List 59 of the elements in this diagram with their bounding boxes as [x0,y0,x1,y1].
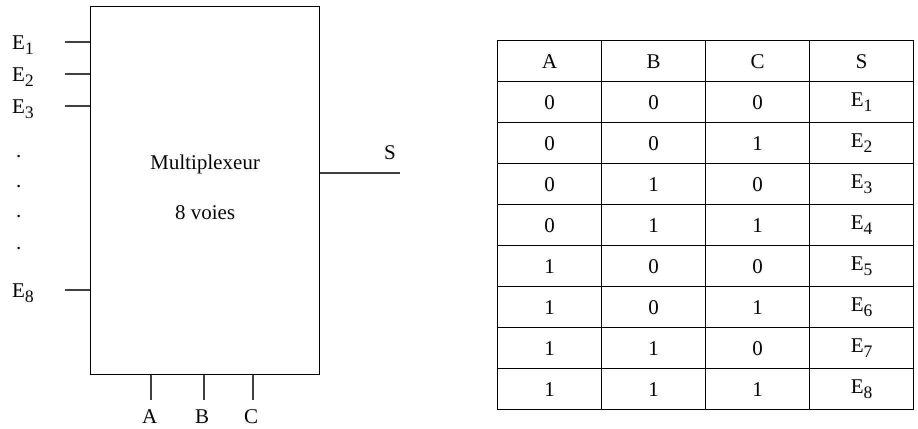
truth-table-entry: 1 [498,368,602,410]
signal-name: B [195,404,213,426]
signal-name: S [384,140,400,162]
truth-table-entry: 1 [498,286,602,328]
truth-table-entry: 0 [498,82,602,122]
truth-table-entry: 1 [602,164,706,204]
signal-name: E$_{2}$ [12,62,34,86]
truth-table-entry: 1 [706,286,810,328]
truth-table-entry: 0 [602,82,706,122]
continuation-dot: . [16,200,22,221]
truth-table-entry: 0 [706,246,810,286]
signal-line [203,375,205,400]
multiplexer-box [90,6,320,375]
signal-line [65,73,90,75]
signal-line [320,172,400,174]
signal-line [252,375,254,400]
signal-line [65,289,90,291]
column-header: A [498,40,602,82]
signal-name: E$_{8}$ [12,278,34,302]
truth-table-entry: 1 [498,246,602,286]
column-header: B [602,40,706,82]
truth-table-entry: 0 [706,328,810,368]
truth-table-entry: 1 [498,328,602,368]
truth-table-entry: E$_{5}$ [810,246,914,286]
signal-line [65,41,90,43]
truth-table-entry: 0 [602,286,706,328]
block-title: Multiplexeur [150,152,260,173]
truth-table-entry: 0 [706,82,810,122]
truth-table-entry: E$_{8}$ [810,368,914,410]
continuation-dot: . [16,170,22,191]
column-header: C [706,40,810,82]
truth-table-entry: E$_{7}$ [810,328,914,368]
truth-table-entry: 1 [706,122,810,164]
truth-table-entry: E$_{6}$ [810,286,914,328]
truth-table-entry: 1 [706,204,810,246]
continuation-dot: . [16,140,22,161]
truth-table-entry: E$_{1}$ [810,82,914,122]
block-subtitle: 8 voies [174,202,236,223]
signal-name: A [142,404,160,426]
truth-table-entry: 0 [602,122,706,164]
signal-name: C [244,404,262,426]
signal-line [150,375,152,400]
truth-table-entry: 1 [602,204,706,246]
column-header: S [810,40,914,82]
truth-table-entry: 0 [498,204,602,246]
truth-table-entry: 0 [498,122,602,164]
truth-table-entry: E$_{2}$ [810,122,914,164]
truth-table-entry: 0 [706,164,810,204]
truth-table-entry: 1 [602,328,706,368]
continuation-dot: . [16,232,22,253]
truth-table-entry: 1 [706,368,810,410]
truth-table-entry: 0 [602,246,706,286]
signal-name: E$_{1}$ [12,30,34,54]
truth-table-entry: 0 [498,164,602,204]
truth-table-entry: 1 [602,368,706,410]
truth-table-entry: E$_{3}$ [810,164,914,204]
signal-name: E$_{3}$ [12,94,34,118]
truth-table-entry: E$_{4}$ [810,204,914,246]
signal-line [65,105,90,107]
